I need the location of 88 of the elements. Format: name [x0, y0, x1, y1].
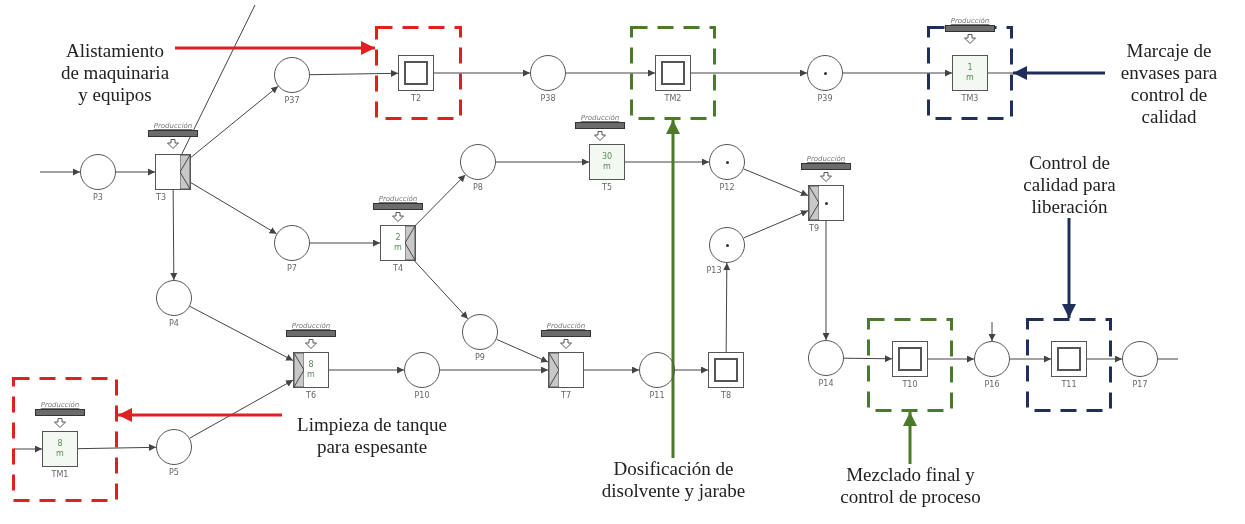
place-label: P7 [287, 264, 297, 273]
transition-label: T6 [306, 391, 316, 400]
delay-text: 8 m [55, 439, 65, 459]
connector-line [1157, 358, 1179, 360]
transition-label: T4 [393, 264, 403, 273]
arrow [39, 168, 81, 176]
dashed-frame [375, 26, 462, 120]
arrow [927, 355, 975, 363]
delay-text: 8 m [306, 360, 316, 380]
arrow [439, 366, 549, 374]
arrow [170, 189, 178, 281]
arrow [118, 408, 282, 422]
annotation-text: Limpieza de tanque para espesante [296, 414, 448, 458]
delay-text: 30 m [600, 152, 614, 172]
arrow [666, 120, 680, 458]
arrow [414, 260, 469, 320]
arrow [1062, 218, 1076, 318]
transition-label: T11 [1061, 380, 1077, 389]
arrow [743, 168, 809, 197]
place-label: P3 [93, 193, 103, 202]
place-label: P12 [719, 183, 735, 192]
annotation-text: Control de calidad para liberación [1022, 152, 1117, 218]
dashed-frame [867, 318, 953, 412]
place-label: P16 [984, 380, 1000, 389]
arrow [1009, 355, 1052, 363]
arrow [309, 69, 399, 77]
transition-label: TM3 [961, 94, 979, 103]
arrow [842, 69, 953, 77]
dashed-frame [1026, 318, 1112, 412]
arrow [415, 174, 466, 226]
arrow [433, 69, 531, 77]
transition-label: TM1 [51, 470, 69, 479]
place-label: P13 [706, 266, 722, 275]
transition-label: T10 [902, 380, 918, 389]
place-label: P39 [817, 94, 833, 103]
transition-label: T9 [809, 224, 819, 233]
place-label: P38 [540, 94, 556, 103]
annotation-text: Mezclado final y control de proceso [839, 464, 982, 508]
annotation-text: Marcaje de envases para control de calidad [1119, 40, 1219, 128]
place-label: P8 [473, 183, 483, 192]
dashed-frame [630, 26, 716, 120]
place-label: P9 [475, 353, 485, 362]
arrow [175, 41, 375, 55]
transition-label: T2 [411, 94, 421, 103]
arrow [723, 262, 731, 353]
delay-text: 1 m [965, 63, 975, 83]
arrow [495, 158, 590, 166]
arrow [1086, 355, 1123, 363]
annotation-text: Alistamiento de maquinaria y equipos [59, 40, 171, 106]
arrow [822, 220, 830, 341]
place-label: P17 [1132, 380, 1148, 389]
arrow [674, 366, 709, 374]
arrow [743, 210, 809, 239]
arrow [843, 355, 893, 363]
arrow [189, 379, 294, 439]
arrow [565, 69, 656, 77]
delay-text: 2 m [393, 233, 403, 253]
transition-label: T7 [561, 391, 571, 400]
dashed-frame [12, 377, 118, 502]
transition-label: T3 [156, 193, 166, 202]
transition-label: T5 [602, 183, 612, 192]
arrow [1013, 66, 1105, 80]
place-label: P37 [284, 96, 300, 105]
arrow [495, 338, 549, 363]
arrow [77, 443, 157, 451]
arrow [328, 366, 405, 374]
place-label: P10 [414, 391, 430, 400]
arrow [309, 239, 381, 247]
connector-line [181, 4, 256, 155]
annotation-text: Dosificación de disolvente y jarabe [600, 458, 747, 502]
arrow [690, 69, 808, 77]
arrow [988, 321, 996, 342]
connector-line [987, 72, 1014, 74]
place-label: P11 [649, 391, 665, 400]
arrow [189, 305, 294, 362]
arrow [583, 366, 640, 374]
arrow [115, 168, 156, 176]
place-label: P5 [169, 468, 179, 477]
arrow [190, 182, 278, 235]
arrow [624, 158, 710, 166]
place-label: P4 [169, 319, 179, 328]
arrow [903, 412, 917, 464]
arrow [190, 85, 279, 158]
transition-label: T8 [721, 391, 731, 400]
dashed-frame [927, 26, 1013, 120]
transition-label: TM2 [664, 94, 682, 103]
place-label: P14 [818, 379, 834, 388]
arrow [13, 445, 43, 453]
